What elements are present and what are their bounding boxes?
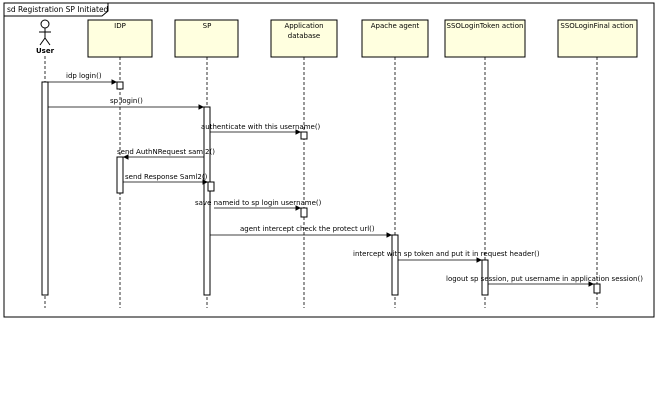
lifeline-head-apache: Apache agent	[361, 19, 429, 58]
message-label-authn-request: send AuthNRequest saml2()	[117, 148, 215, 156]
actor-head-icon	[40, 19, 50, 29]
actor-user: User	[36, 19, 55, 55]
lifeline-head-sp: SP	[174, 19, 239, 58]
message-label-sp-login: sp login()	[110, 97, 143, 105]
actor-user-label: User	[36, 47, 55, 55]
activation-ssofinal	[593, 283, 601, 294]
activation-ssotoken	[481, 259, 489, 296]
message-label-save-nameid: save nameid to sp login username()	[195, 199, 322, 207]
lifeline-head-ssofinal: SSOLoginFinal action	[557, 19, 638, 58]
message-label-authenticate: authenticate with this username()	[201, 123, 321, 131]
message-label-send-response: send Response Saml2()	[125, 173, 208, 181]
activation-user	[41, 81, 49, 296]
activation-idp-2	[116, 156, 124, 194]
frame-title: sd Registration SP Initiated	[7, 5, 109, 14]
lifeline-head-ssotoken: SSOLoginToken action	[444, 19, 526, 58]
lifeline-label-apache: Apache agent	[371, 22, 420, 30]
lifeline-label-ssofinal: SSOLoginFinal action	[560, 22, 633, 30]
lifeline-label-ssotoken: SSOLoginToken action	[447, 22, 524, 30]
activation-idp-1	[116, 81, 124, 90]
message-label-logout-sp: logout sp session, put username in appli…	[446, 275, 643, 283]
lifeline-head-appdb: Application database	[270, 19, 338, 58]
activation-apache	[391, 234, 399, 296]
frame-title-tab	[3, 2, 109, 17]
lifeline-label-appdb-line2: database	[288, 32, 320, 40]
activation-appdb-1	[300, 131, 308, 140]
message-label-idp-login: idp login()	[66, 72, 102, 80]
activation-sp-main	[203, 106, 211, 296]
lifeline-head-idp: IDP	[87, 19, 153, 58]
lifeline-label-appdb-line1: Application	[284, 22, 323, 30]
activation-appdb-2	[300, 207, 308, 218]
message-label-agent-intercept: agent intercept check the protect url()	[240, 225, 375, 233]
message-label-intercept-token: intercept with sp token and put it in re…	[353, 250, 540, 258]
lifeline-label-sp: SP	[203, 22, 212, 30]
lifeline-label-idp: IDP	[114, 22, 126, 30]
activation-sp-nested	[207, 181, 215, 192]
